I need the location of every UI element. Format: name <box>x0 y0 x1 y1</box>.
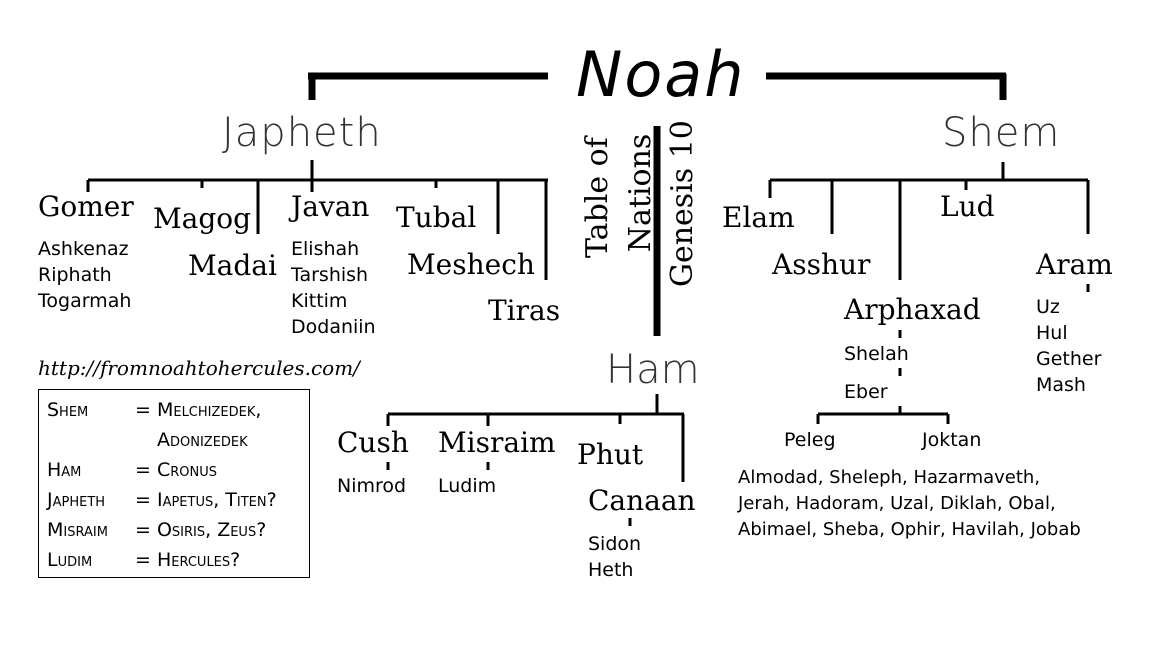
joktan-sons-line-1: Almodad, Sheleph, Hazarmaveth, <box>738 467 1041 488</box>
node-meshech: Meshech <box>407 248 535 281</box>
aram-son-1: Uz <box>1036 296 1060 318</box>
title-genesis-10: Genesis 10 <box>665 120 700 287</box>
node-elam: Elam <box>722 201 795 234</box>
title-table-of: Table of <box>580 137 615 258</box>
node-ludim: Ludim <box>438 475 497 497</box>
node-asshur: Asshur <box>772 248 871 281</box>
eq-name-ham: Ham <box>47 459 82 481</box>
node-misraim: Misraim <box>438 426 556 459</box>
root-noah: Noah <box>576 38 746 111</box>
eq-name-shem: Shem <box>47 399 89 421</box>
node-joktan: Joktan <box>922 429 982 451</box>
eq-value-ham: = Cronus <box>135 459 217 481</box>
node-phut: Phut <box>577 438 644 471</box>
eq-name-misraim: Misraim <box>47 519 108 541</box>
canaan-son-2: Heth <box>588 559 634 581</box>
joktan-sons-line-3: Abimael, Sheba, Ophir, Havilah, Jobab <box>738 519 1081 540</box>
eq-value-shem-2: Adonizedek <box>157 429 248 451</box>
node-javan: Javan <box>291 190 370 223</box>
node-eber: Eber <box>844 381 888 403</box>
node-lud: Lud <box>940 190 995 223</box>
eq-value-shem: = Melchizedek, <box>135 399 262 421</box>
joktan-sons-line-2: Jerah, Hadoram, Uzal, Diklah, Obal, <box>738 493 1056 514</box>
eq-value-japheth: = Iapetus, Titen? <box>135 489 277 511</box>
son-japheth: Japheth <box>222 110 382 156</box>
gomer-son-2: Riphath <box>38 264 112 286</box>
node-tubal: Tubal <box>396 201 477 234</box>
gomer-son-1: Ashkenaz <box>38 238 129 260</box>
gomer-son-3: Togarmah <box>38 290 132 312</box>
node-madai: Madai <box>188 249 277 282</box>
eq-value-misraim: = Osiris, Zeus? <box>135 519 267 541</box>
eq-name-ludim: Ludim <box>47 549 93 571</box>
eq-name-japheth: Japheth <box>47 489 106 511</box>
node-tiras: Tiras <box>488 294 561 327</box>
node-gomer: Gomer <box>38 190 134 223</box>
node-magog: Magog <box>153 202 252 235</box>
node-nimrod: Nimrod <box>337 475 407 497</box>
title-nations: Nations <box>623 133 658 253</box>
javan-son-2: Tarshish <box>291 264 369 286</box>
source-url: http://fromnoahtohercules.com/ <box>38 356 360 380</box>
javan-son-1: Elishah <box>291 238 360 260</box>
aram-son-3: Gether <box>1036 348 1102 370</box>
node-arphaxad: Arphaxad <box>844 293 981 326</box>
son-shem: Shem <box>942 110 1061 156</box>
javan-son-3: Kittim <box>291 290 348 312</box>
aram-son-4: Mash <box>1036 374 1086 396</box>
canaan-son-1: Sidon <box>588 533 642 555</box>
node-cush: Cush <box>337 426 409 459</box>
equivalence-box: Shem = Melchizedek, Adonizedek Ham = Cro… <box>38 389 310 578</box>
javan-son-4: Dodaniin <box>291 316 376 338</box>
node-shelah: Shelah <box>844 343 909 365</box>
eq-value-ludim: = Hercules? <box>135 549 241 571</box>
node-aram: Aram <box>1036 248 1113 281</box>
node-canaan: Canaan <box>588 484 696 517</box>
node-peleg: Peleg <box>784 429 836 451</box>
aram-son-2: Hul <box>1036 322 1068 344</box>
son-ham: Ham <box>606 347 700 393</box>
